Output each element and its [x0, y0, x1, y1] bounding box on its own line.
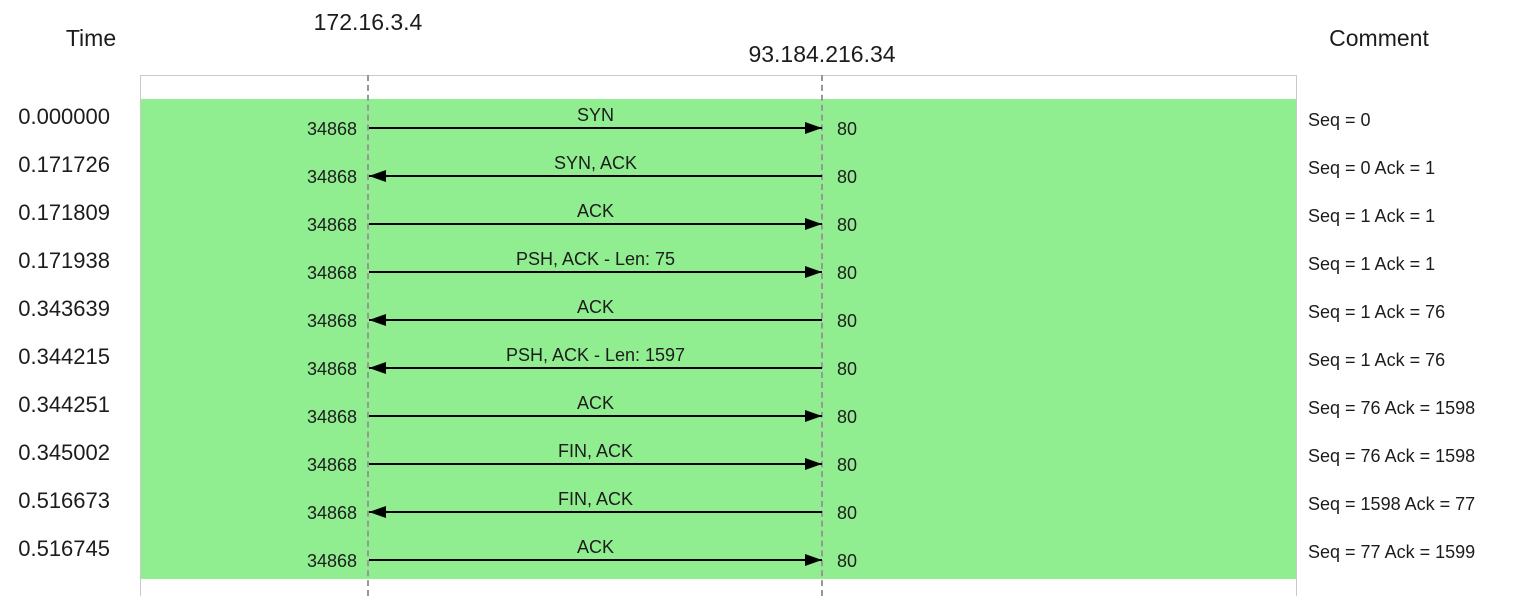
- comment-column-header: Comment: [1329, 25, 1429, 51]
- source-port-label: 34868: [306, 215, 357, 235]
- packet-arrow[interactable]: [369, 271, 822, 273]
- arrowhead-icon: [805, 554, 822, 566]
- comment-label: Seq = 1 Ack = 76: [1308, 350, 1446, 370]
- source-port-label: 34868: [306, 167, 357, 187]
- packet-flags-label: FIN, ACK: [557, 441, 633, 461]
- source-port-label: 34868: [306, 119, 357, 139]
- arrowhead-icon: [805, 122, 822, 134]
- packet-flags-label: SYN, ACK: [553, 153, 638, 173]
- packet-arrow[interactable]: [369, 415, 822, 417]
- arrowhead-icon: [369, 362, 386, 374]
- comment-label: Seq = 77 Ack = 1599: [1308, 542, 1476, 562]
- flow-band-highlight: [141, 99, 1296, 579]
- packet-arrow[interactable]: [369, 223, 822, 225]
- left-host-address: 172.16.3.4: [313, 9, 423, 35]
- time-label: 0.171809: [18, 200, 110, 225]
- packet-arrow[interactable]: [369, 127, 822, 129]
- comment-label: Seq = 76 Ack = 1598: [1308, 446, 1476, 466]
- time-label: 0.171726: [18, 152, 110, 177]
- comment-label: Seq = 1 Ack = 1: [1308, 254, 1436, 274]
- packet-flags-label: FIN, ACK: [557, 489, 633, 509]
- source-port-label: 34868: [306, 551, 357, 571]
- packet-arrow[interactable]: [369, 559, 822, 561]
- arrowhead-icon: [805, 458, 822, 470]
- flow-band: [140, 75, 1297, 596]
- destination-port-label: 80: [837, 263, 858, 283]
- packet-arrow[interactable]: [369, 511, 822, 513]
- time-label: 0.171938: [18, 248, 110, 273]
- destination-port-label: 80: [837, 503, 858, 523]
- time-label: 0.345002: [18, 440, 110, 465]
- packet-flags-label: ACK: [576, 297, 614, 317]
- source-port-label: 34868: [306, 455, 357, 475]
- time-label: 0.516673: [18, 488, 110, 513]
- time-label: 0.343639: [18, 296, 110, 321]
- destination-port-label: 80: [837, 551, 858, 571]
- comment-label: Seq = 1 Ack = 76: [1308, 302, 1446, 322]
- arrowhead-icon: [805, 410, 822, 422]
- arrowhead-icon: [805, 218, 822, 230]
- packet-flags-label: ACK: [576, 537, 614, 557]
- source-port-label: 34868: [306, 407, 357, 427]
- destination-port-label: 80: [837, 455, 858, 475]
- time-column-header: Time: [65, 25, 117, 51]
- packet-arrow[interactable]: [369, 367, 822, 369]
- packet-flags-label: PSH, ACK - Len: 75: [515, 249, 676, 269]
- packet-arrow[interactable]: [369, 175, 822, 177]
- destination-port-label: 80: [837, 311, 858, 331]
- source-port-label: 34868: [306, 263, 357, 283]
- destination-port-label: 80: [837, 167, 858, 187]
- comment-label: Seq = 0: [1308, 110, 1371, 130]
- comment-label: Seq = 76 Ack = 1598: [1308, 398, 1476, 418]
- packet-flags-label: PSH, ACK - Len: 1597: [505, 345, 686, 365]
- time-label: 0.344251: [18, 392, 110, 417]
- destination-port-label: 80: [837, 215, 858, 235]
- lifeline-left-host: [367, 75, 369, 596]
- time-label: 0.344215: [18, 344, 110, 369]
- destination-port-label: 80: [837, 119, 858, 139]
- destination-port-label: 80: [837, 359, 858, 379]
- packet-arrow[interactable]: [369, 463, 822, 465]
- right-host-address: 93.184.216.34: [748, 41, 896, 67]
- source-port-label: 34868: [306, 503, 357, 523]
- comment-label: Seq = 0 Ack = 1: [1308, 158, 1436, 178]
- packet-flags-label: SYN: [576, 105, 614, 125]
- source-port-label: 34868: [306, 311, 357, 331]
- time-label: 0.000000: [18, 104, 110, 129]
- arrowhead-icon: [805, 266, 822, 278]
- comment-label: Seq = 1598 Ack = 77: [1308, 494, 1476, 514]
- arrowhead-icon: [369, 314, 386, 326]
- packet-flags-label: ACK: [576, 201, 614, 221]
- comment-label: Seq = 1 Ack = 1: [1308, 206, 1436, 226]
- packet-flags-label: ACK: [576, 393, 614, 413]
- arrowhead-icon: [369, 170, 386, 182]
- source-port-label: 34868: [306, 359, 357, 379]
- arrowhead-icon: [369, 506, 386, 518]
- destination-port-label: 80: [837, 407, 858, 427]
- packet-arrow[interactable]: [369, 319, 822, 321]
- time-label: 0.516745: [18, 536, 110, 561]
- lifeline-right-host: [821, 75, 823, 596]
